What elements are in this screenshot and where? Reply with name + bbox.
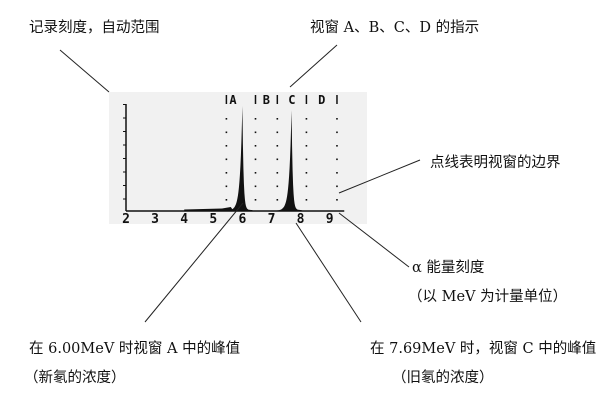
window-boundary-dot bbox=[225, 131, 228, 134]
leader-peak-a bbox=[144, 202, 244, 323]
peak-c-note: （旧氡的浓度） bbox=[392, 370, 494, 386]
leader-dotted-boundary bbox=[338, 159, 421, 194]
window-boundary-dot bbox=[225, 172, 228, 174]
window-boundary-dot bbox=[336, 131, 338, 134]
spectrum: 2 3 4 5 6 7 8 9 A B C D bbox=[122, 93, 345, 227]
window-boundary-dot bbox=[254, 172, 257, 174]
leader-window-indicator bbox=[289, 44, 338, 88]
window-boundary-dot bbox=[305, 199, 308, 201]
window-boundary-dot bbox=[276, 185, 279, 188]
window-label-c: C bbox=[288, 93, 295, 107]
x-tick-label: 6 bbox=[238, 212, 246, 227]
window-boundary-dot bbox=[276, 131, 279, 134]
x-tick-label: 9 bbox=[326, 212, 334, 227]
window-indicator-label: 视窗 A、B、C、D 的指示 bbox=[310, 20, 480, 36]
window-boundary-dot bbox=[225, 199, 228, 201]
x-tick-label: 7 bbox=[268, 212, 276, 227]
window-boundary-dot bbox=[276, 158, 279, 161]
window-boundary-dot bbox=[305, 118, 308, 120]
window-label-d: D bbox=[318, 93, 325, 107]
window-boundary-dot bbox=[254, 118, 257, 120]
window-label-b: B bbox=[263, 93, 270, 107]
window-boundary-dot bbox=[336, 172, 338, 174]
window-boundary-dot bbox=[254, 158, 257, 161]
window-boundary-dot bbox=[336, 118, 338, 120]
peak-a bbox=[226, 106, 253, 211]
x-tick-label: 2 bbox=[122, 212, 130, 227]
window-boundary-dot bbox=[225, 118, 228, 120]
window-boundary-dot bbox=[276, 199, 279, 201]
record-scale-label: 记录刻度，自动范围 bbox=[29, 20, 160, 36]
window-boundary-dot bbox=[305, 172, 308, 174]
window-boundary-dot bbox=[276, 172, 279, 174]
window-boundary-dot bbox=[254, 145, 257, 147]
peak-c bbox=[275, 110, 302, 211]
window-boundary-dot bbox=[305, 185, 308, 188]
x-tick-label: 8 bbox=[297, 212, 305, 227]
leader-record-scale bbox=[59, 49, 110, 93]
window-boundary-dot bbox=[336, 199, 338, 201]
leader-lines bbox=[59, 44, 421, 323]
peak-c-label: 在 7.69MeV 时，视窗 C 中的峰值 bbox=[370, 341, 597, 357]
alpha-unit-label: （以 MeV 为计量单位） bbox=[408, 289, 568, 305]
window-boundary-dot bbox=[225, 145, 228, 147]
window-boundary-dot bbox=[336, 145, 338, 147]
dotted-boundary-label: 点线表明视窗的边界 bbox=[430, 155, 561, 171]
window-boundary-dot bbox=[305, 145, 308, 147]
window-boundary-dot bbox=[305, 131, 308, 134]
window-boundary-dot bbox=[254, 199, 257, 201]
peak-a-label: 在 6.00MeV 时视窗 A 中的峰值 bbox=[29, 341, 241, 357]
alpha-energy-label: α 能量刻度 bbox=[412, 260, 485, 276]
window-boundary-dot bbox=[276, 145, 279, 147]
window-boundary-dot bbox=[225, 158, 228, 161]
window-boundary-dot bbox=[254, 131, 257, 134]
window-boundary-dot bbox=[336, 185, 338, 188]
window-boundary-dot bbox=[225, 185, 228, 188]
x-tick-label: 5 bbox=[209, 212, 217, 227]
leader-alpha-energy bbox=[338, 212, 410, 268]
leader-peak-c bbox=[295, 222, 362, 323]
window-boundary-dot bbox=[276, 118, 279, 120]
window-label-a: A bbox=[229, 93, 237, 107]
peak-a-note: （新氡的浓度） bbox=[24, 370, 126, 386]
x-tick-label: 4 bbox=[180, 212, 188, 227]
window-boundary-dot bbox=[336, 158, 338, 161]
spectrum-tail bbox=[184, 207, 234, 211]
x-tick-label: 3 bbox=[151, 212, 159, 227]
window-boundary-dot bbox=[254, 185, 257, 188]
window-boundary-dot bbox=[305, 158, 308, 161]
